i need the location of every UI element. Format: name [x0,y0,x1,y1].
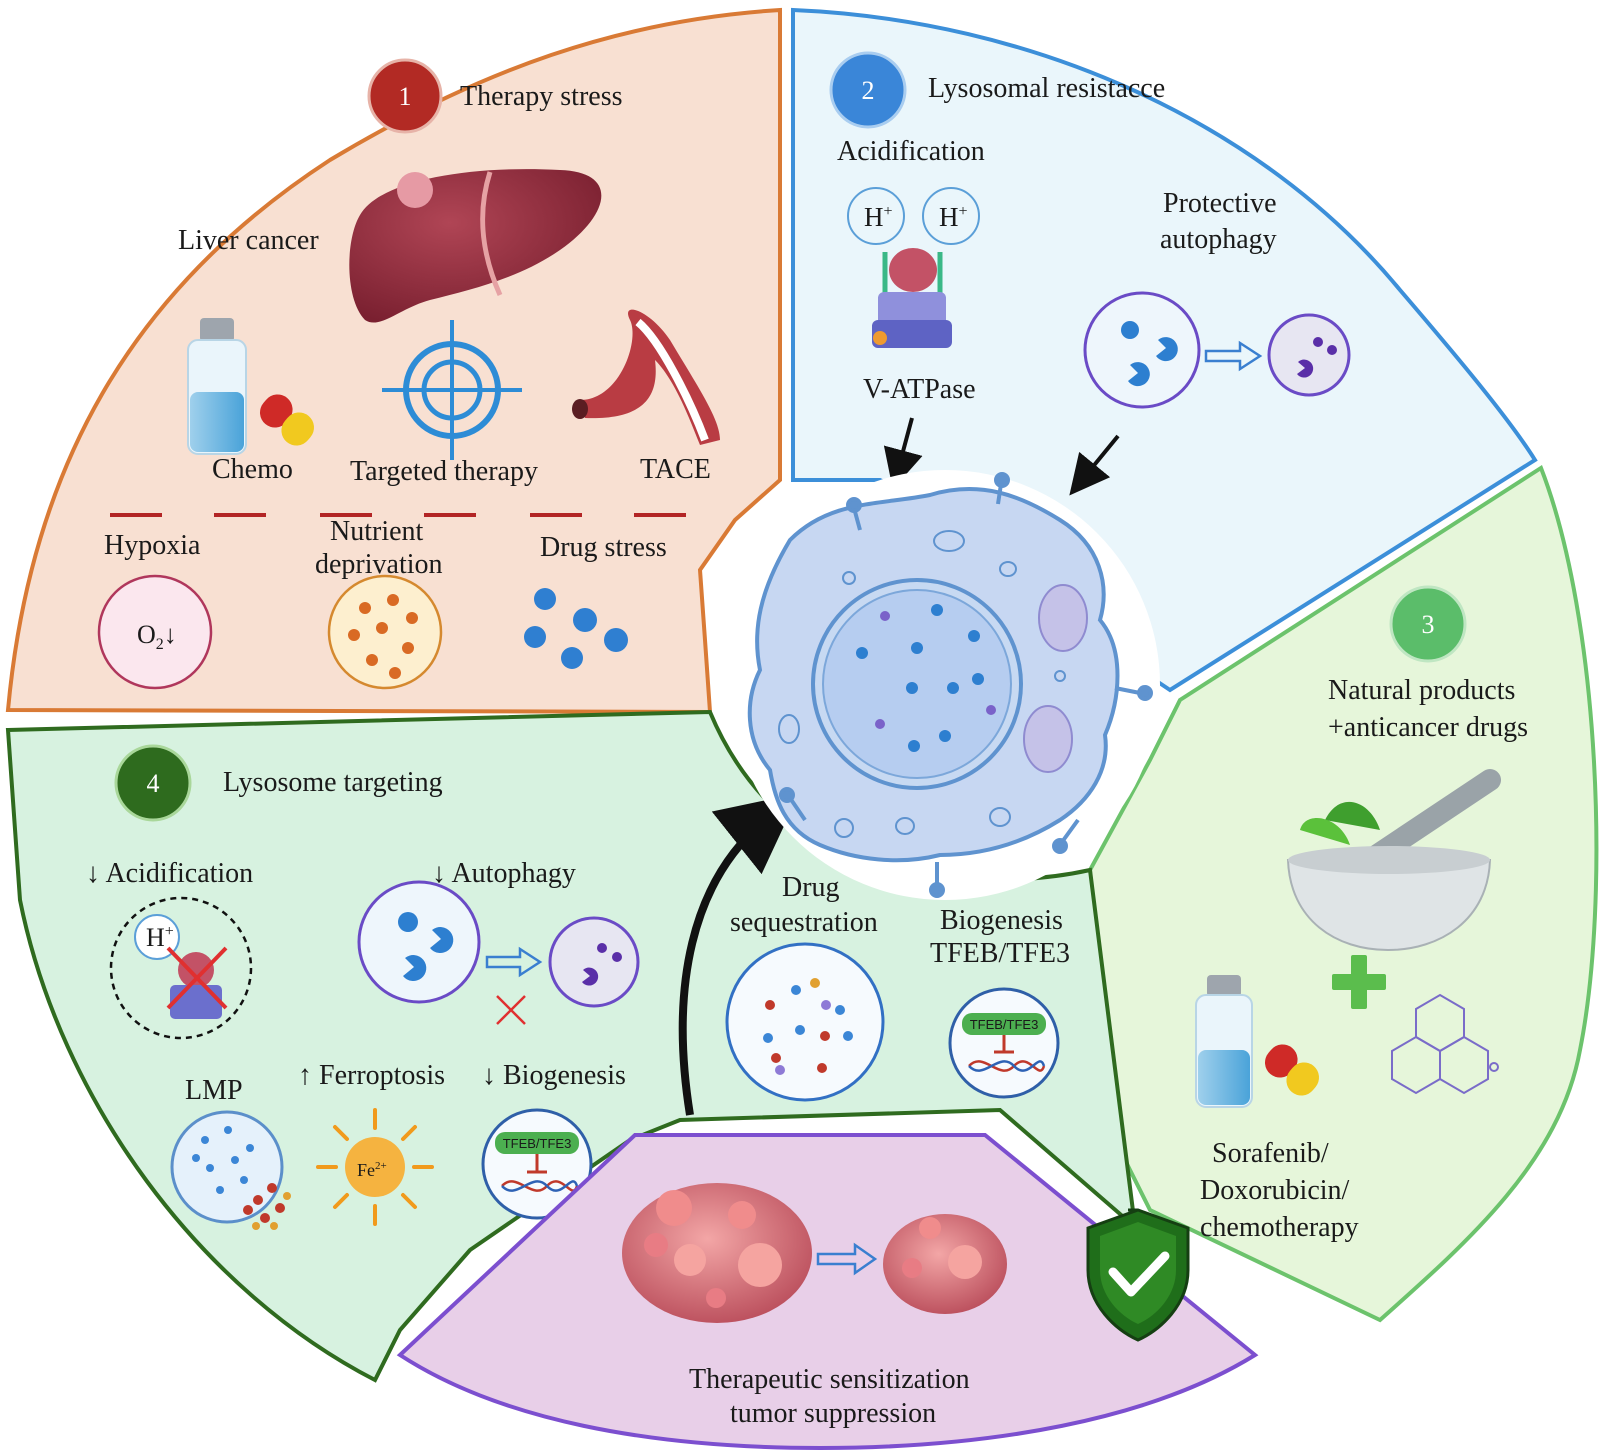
tfeb-biogenesis-circle-left: TFEB/TFE3 [481,1108,593,1220]
ferroptosis-label: ↑ Ferroptosis [298,1060,445,1091]
shrink-arrow-icon [816,1242,878,1276]
nutrient-deprivation-circle [327,574,443,690]
therapy-label-chemo: Chemo [212,454,293,485]
drug-sequestration-label-2: sequestration [730,907,878,938]
drug-capsule-icon [1264,1044,1320,1096]
drugs-label-3: chemotherapy [1200,1212,1359,1243]
autolysosome-circle [1267,313,1351,397]
badge-3 [1389,585,1467,663]
drugs-label-1: Sorafenib/ [1212,1138,1329,1169]
nucleus-inner [822,589,1012,779]
o2-label: O2↓ [137,620,177,653]
therapy-label-tace: TACE [640,454,711,485]
panel-4-title: Lysosome targeting [223,767,443,798]
autophagy-label: autophagy [1160,224,1277,255]
molecule-structure-icon [1391,993,1499,1095]
v-atpase-label: V-ATPase [863,374,976,405]
tfeb-label-right: TFEB/TFE3 [970,1017,1039,1032]
ferroptosis-iron-icon: Fe2+ [316,1108,434,1226]
badge-1 [367,58,443,134]
badge-2-number: 2 [862,76,875,105]
shield-check-icon [1086,1208,1190,1342]
therapy-label-targeted: Targeted therapy [350,456,538,487]
panel-therapy-stress: 1 Therapy stress Liver cancer Chemo Targ… [5,7,782,715]
mortar-and-pestle-icon [1286,769,1501,952]
biogenesis-label-2: TFEB/TFE3 [930,938,1070,969]
vial-icon [187,318,247,455]
blocked-autophagosome-circle [357,880,481,1004]
reduced-acidification-label: ↓ Acidification [86,858,253,889]
small-tumor-icon [883,1214,1007,1314]
panel-2-title: Lysosomal resistacce [928,73,1165,104]
badge-1-number: 1 [399,82,412,111]
drug-sequestration-label-1: Drug [782,872,840,903]
panel-3-title-1: Natural products [1328,675,1515,706]
proton-bubble-2 [922,187,980,245]
blocked-v-atpase-icon: H+ [109,896,253,1040]
panel-therapeutic-sensitization: Therapeutic sensitization tumor suppress… [396,1133,1259,1451]
curved-arrow-to-cell [678,793,800,1116]
proton-2-label: H+ [939,202,968,232]
membrane-receptors [779,472,1153,898]
central-cancer-cell [730,470,1160,900]
cross-icon [496,995,526,1025]
drug-sequestration-circle [725,942,885,1102]
reduced-biogenesis-label: ↓ Biogenesis [482,1060,626,1091]
biogenesis-label-1: Biogenesis [940,905,1063,936]
vesicles [778,530,1066,838]
autophagy-arrow-icon [1204,340,1263,372]
liver-icon [349,169,602,323]
protective-label: Protective [1163,188,1277,219]
stress-label-hypoxia: Hypoxia [104,530,201,561]
v-atpase-pump-icon [872,248,952,348]
capsule-icon [259,394,315,446]
large-tumor-icon [622,1183,812,1323]
badge-2 [829,51,907,129]
bottom-panel-background [396,1133,1259,1451]
bottom-label-2: tumor suppression [730,1398,936,1429]
proton-1-label: H+ [864,202,893,232]
drugs-label-2: Doxorubicin/ [1200,1175,1350,1206]
lmp-leaking-lysosome [170,1110,291,1230]
blocked-proton-label: H+ [146,923,174,952]
acidification-label: Acidification [837,136,985,167]
panel-natural-products: 3 Natural products +anticancer drugs [1087,464,1599,1323]
stress-label-drug: Drug stress [540,532,667,563]
stress-label-nutrient-2: deprivation [315,549,443,580]
bottom-label-1: Therapeutic sensitization [689,1364,970,1395]
reduced-autophagy-label: ↓ Autophagy [432,858,576,889]
tfeb-label-left: TFEB/TFE3 [503,1136,572,1151]
lmp-label: LMP [185,1075,243,1106]
badge-3-number: 3 [1422,610,1435,639]
blocked-autolysosome-circle [548,916,640,1008]
tfeb-biogenesis-circle-right: TFEB/TFE3 [948,987,1060,1099]
target-crosshair-icon [382,320,522,460]
nucleus-dots [856,604,996,752]
arrow-autophagy-to-cell [1069,434,1120,496]
hypoxia-circle [97,574,213,690]
proton-bubble-1 [847,187,905,245]
badge-4 [114,744,192,822]
blood-vessel-catheter-icon [572,309,720,445]
blocked-autophagy-arrow-icon [485,946,543,978]
arrow-vatpase-to-cell [883,417,923,490]
drug-stress-dots [524,588,628,669]
liver-cancer-label: Liver cancer [178,225,319,256]
panel-1-title: Therapy stress [460,81,623,112]
stress-label-nutrient-1: Nutrient [330,516,424,547]
mitochondria [1023,584,1088,773]
drug-vial-icon [1195,975,1253,1108]
badge-4-number: 4 [147,769,160,798]
autophagosome-circle [1083,291,1201,409]
plus-icon [1332,955,1386,1009]
panel-3-title-2: +anticancer drugs [1328,712,1528,743]
fe-label: Fe2+ [357,1160,387,1180]
